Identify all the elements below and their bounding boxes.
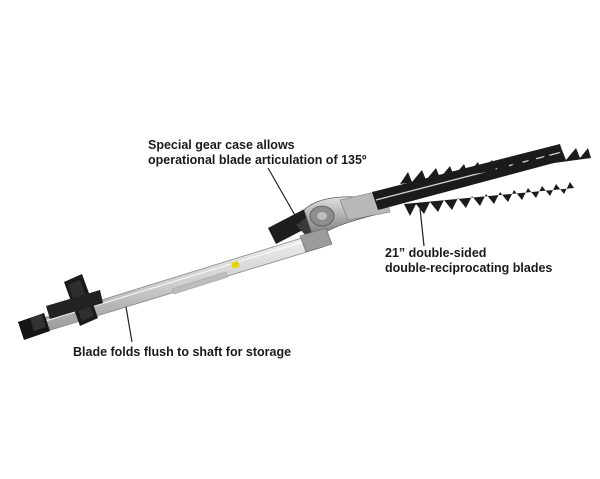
gear-case <box>268 189 391 253</box>
blade-leader <box>419 207 425 247</box>
blades-callout-line1: 21” double-sided <box>385 246 487 260</box>
hand-guard <box>46 274 103 326</box>
fold-leader <box>125 306 133 343</box>
blade-bar <box>372 144 591 216</box>
blades-callout: 21” double-sided double-reciprocating bl… <box>385 246 552 276</box>
gear-case-callout: Special gear case allows operational bla… <box>148 138 367 168</box>
gear-case-callout-line2: operational blade articulation of 135º <box>148 153 367 167</box>
gear-case-leader <box>267 167 301 225</box>
blades-callout-line2: double-reciprocating blades <box>385 261 553 275</box>
fold-callout: Blade folds flush to shaft for storage <box>73 345 291 360</box>
fold-callout-line1: Blade folds flush to shaft for storage <box>73 345 292 359</box>
gear-case-callout-line1: Special gear case allows <box>148 138 295 152</box>
leader-lines <box>125 167 425 343</box>
end-grip <box>18 313 50 340</box>
